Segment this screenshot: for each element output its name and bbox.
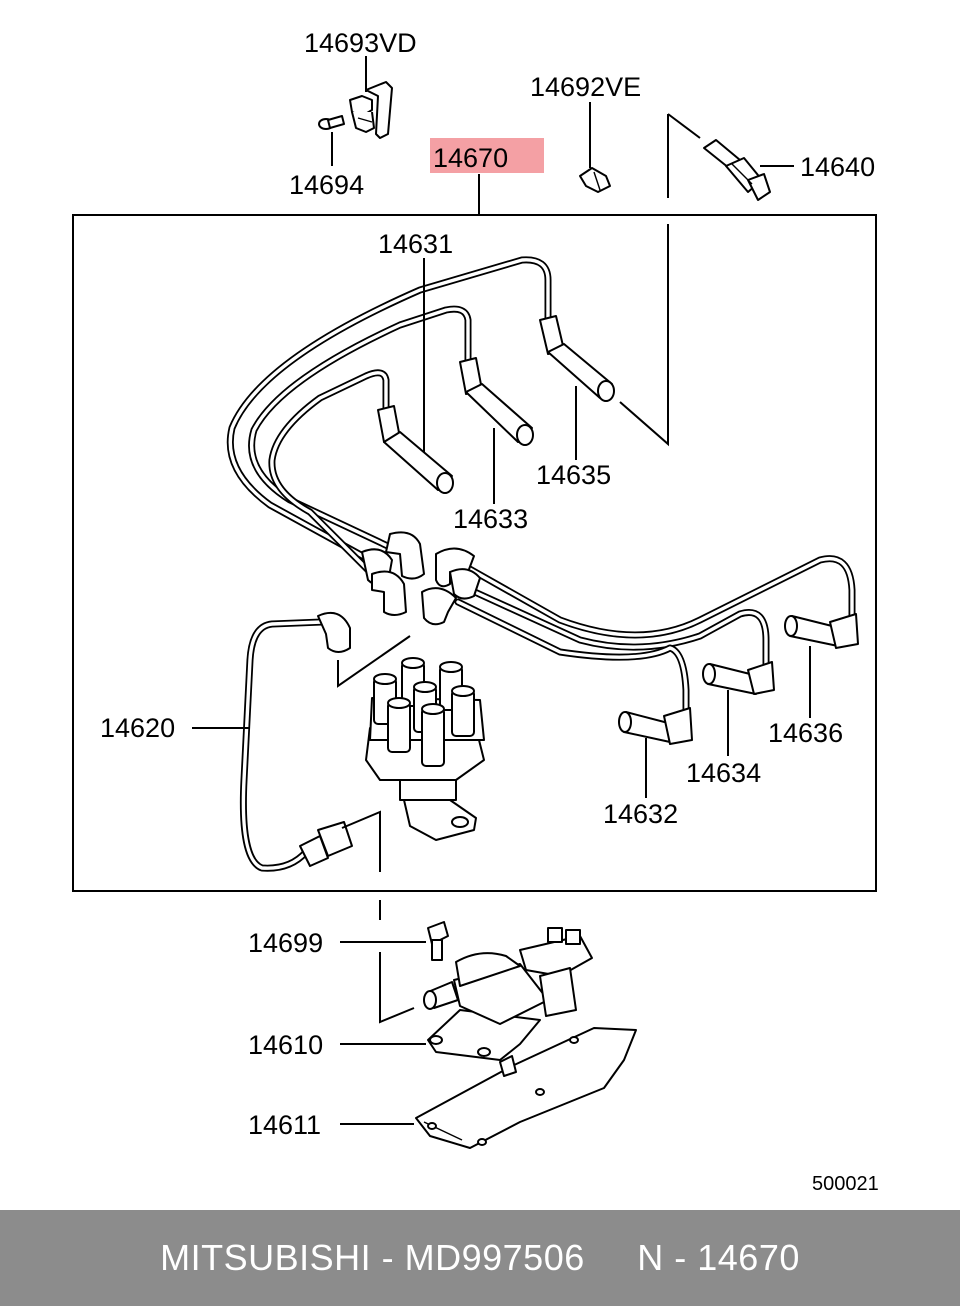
diagram-code: 500021 <box>812 1173 879 1195</box>
label-14699: 14699 <box>248 928 323 958</box>
label-14611: 14611 <box>248 1110 321 1140</box>
label-14610: 14610 <box>248 1030 323 1060</box>
bolt-14699 <box>340 921 449 961</box>
clip-14692VE <box>579 102 611 193</box>
ignition-cable-set <box>226 256 859 872</box>
parts-diagram: 14693VD 14694 14692VE 14640 14670 14631 … <box>72 28 879 1195</box>
label-14635: 14635 <box>536 460 611 490</box>
label-14640: 14640 <box>800 152 875 182</box>
bracket-14611 <box>340 1027 637 1149</box>
label-14620: 14620 <box>100 713 175 743</box>
label-14694: 14694 <box>289 170 364 200</box>
label-14634: 14634 <box>686 758 761 788</box>
spark-plug-14640 <box>667 113 794 201</box>
bolt-14694 <box>318 115 345 166</box>
footer-bar: MITSUBISHI - MD997506 N - 14670 <box>0 1210 960 1306</box>
distributor-cap <box>365 657 485 841</box>
label-14632: 14632 <box>603 799 678 829</box>
label-14636: 14636 <box>768 718 843 748</box>
ignition-coil-14610 <box>340 927 593 1061</box>
label-14631: 14631 <box>378 229 453 259</box>
label-14692VE: 14692VE <box>530 72 641 102</box>
clamp-14693VD <box>349 56 393 139</box>
kit-frame <box>72 214 877 892</box>
label-14670: 14670 <box>433 143 508 173</box>
highlight-box <box>430 138 544 173</box>
label-14693VD: 14693VD <box>304 28 417 58</box>
footer-part-number: MITSUBISHI - MD997506 N - 14670 <box>160 1237 800 1278</box>
label-14633: 14633 <box>453 504 528 534</box>
